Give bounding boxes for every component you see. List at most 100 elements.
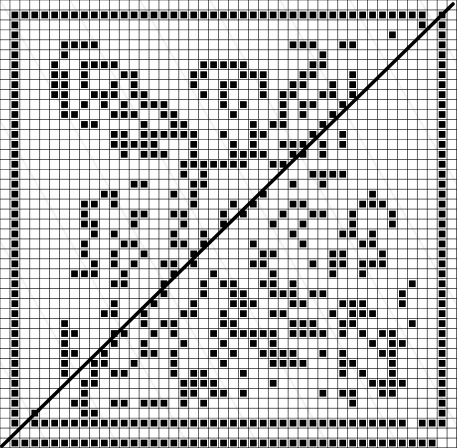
filled-square <box>161 111 168 118</box>
filled-square <box>71 350 78 357</box>
filled-square <box>260 151 267 158</box>
filled-square <box>329 270 336 277</box>
filled-square <box>439 141 446 148</box>
filled-square <box>12 340 19 347</box>
filled-square <box>180 241 187 248</box>
filled-square <box>190 420 197 427</box>
filled-square <box>369 12 376 19</box>
filled-square <box>280 101 287 108</box>
filled-square <box>170 360 177 367</box>
filled-square <box>399 290 406 297</box>
filled-square <box>190 131 197 138</box>
filled-square <box>349 310 356 317</box>
filled-square <box>240 290 247 297</box>
filled-square <box>379 330 386 337</box>
filled-square <box>121 330 128 337</box>
filled-square <box>12 61 19 68</box>
filled-square <box>389 360 396 367</box>
filled-square <box>439 390 446 397</box>
filled-square <box>81 81 88 88</box>
filled-square <box>320 181 327 188</box>
filled-square <box>389 420 396 427</box>
filled-square <box>369 191 376 198</box>
filled-square <box>12 290 19 297</box>
filled-square <box>389 330 396 337</box>
filled-square <box>389 440 396 447</box>
filled-square <box>12 370 19 377</box>
filled-square <box>31 420 38 427</box>
filled-square <box>210 390 217 397</box>
filled-square <box>280 121 287 128</box>
filled-square <box>230 300 237 307</box>
filled-square <box>111 61 118 68</box>
filled-square <box>12 131 19 138</box>
filled-square <box>270 161 277 168</box>
filled-square <box>180 440 187 447</box>
filled-square <box>300 330 307 337</box>
filled-square <box>439 191 446 198</box>
filled-square <box>379 12 386 19</box>
filled-square <box>12 420 19 427</box>
filled-square <box>111 250 118 257</box>
filled-square <box>300 241 307 248</box>
filled-square <box>121 400 128 407</box>
filled-square <box>399 380 406 387</box>
filled-square <box>399 420 406 427</box>
filled-square <box>439 61 446 68</box>
filled-square <box>379 201 386 208</box>
filled-square <box>220 131 227 138</box>
filled-square <box>141 181 148 188</box>
filled-square <box>409 12 416 19</box>
filled-square <box>200 71 207 78</box>
filled-square <box>389 370 396 377</box>
filled-square <box>349 231 356 238</box>
filled-square <box>81 61 88 68</box>
filled-square <box>161 320 168 327</box>
filled-square <box>280 350 287 357</box>
filled-square <box>429 420 436 427</box>
filled-square <box>439 320 446 327</box>
filled-square <box>131 81 138 88</box>
filled-square <box>379 390 386 397</box>
filled-square <box>439 181 446 188</box>
filled-square <box>190 370 197 377</box>
filled-square <box>439 211 446 218</box>
filled-square <box>12 81 19 88</box>
filled-square <box>61 350 68 357</box>
filled-square <box>389 221 396 228</box>
filled-square <box>111 12 118 19</box>
filled-square <box>320 61 327 68</box>
filled-square <box>111 191 118 198</box>
filled-square <box>200 91 207 98</box>
filled-square <box>12 250 19 257</box>
filled-square <box>111 231 118 238</box>
filled-square <box>151 420 158 427</box>
filled-square <box>260 420 267 427</box>
filled-square <box>250 340 257 347</box>
filled-square <box>101 91 108 98</box>
filled-square <box>320 290 327 297</box>
filled-square <box>439 250 446 257</box>
filled-square <box>389 211 396 218</box>
filled-square <box>141 121 148 128</box>
filled-square <box>439 280 446 287</box>
filled-square <box>101 360 108 367</box>
filled-square <box>141 12 148 19</box>
filled-square <box>220 211 227 218</box>
filled-square <box>81 71 88 78</box>
filled-square <box>260 81 267 88</box>
filled-square <box>369 340 376 347</box>
filled-square <box>210 12 217 19</box>
filled-square <box>349 81 356 88</box>
filled-square <box>369 260 376 267</box>
filled-square <box>359 270 366 277</box>
filled-square <box>349 41 356 48</box>
filled-square <box>111 131 118 138</box>
filled-square <box>399 12 406 19</box>
filled-square <box>12 310 19 317</box>
filled-square <box>131 12 138 19</box>
filled-square <box>220 161 227 168</box>
filled-square <box>339 41 346 48</box>
filled-square <box>369 241 376 248</box>
filled-square <box>51 12 58 19</box>
